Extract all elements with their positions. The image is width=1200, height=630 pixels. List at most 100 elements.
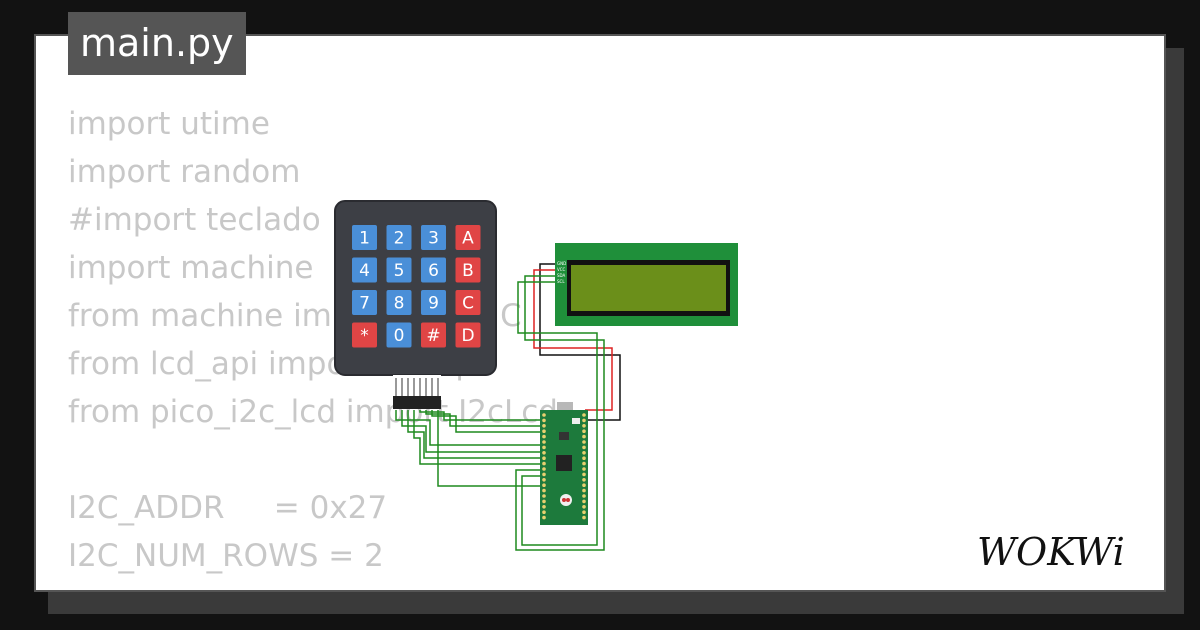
pico-pin [582, 424, 586, 428]
keypad-connector-header [393, 396, 441, 409]
pico-pin [582, 505, 586, 509]
wire-gnd [539, 263, 621, 421]
keypad-key-label: 1 [359, 229, 370, 249]
pico-flash [559, 432, 569, 440]
keypad-key-9 [421, 290, 446, 315]
pico-pin [582, 515, 586, 520]
wokwi-logo: WOKWi [977, 530, 1125, 574]
pico-pin [542, 488, 546, 493]
wire-kp-4 [413, 410, 542, 465]
keypad-key-label: 5 [394, 261, 405, 281]
pico-pin [582, 445, 586, 450]
lcd-pin-gnd: GND [557, 261, 566, 266]
raspberry-pi-pico [540, 402, 588, 525]
code-line: I2C_NUM_COLS = 16 [68, 580, 558, 590]
pico-pin [542, 429, 546, 434]
keypad-key-A [455, 225, 481, 250]
pico-pin [582, 510, 586, 514]
code-line: I2C_ADDR = 0x27 [68, 490, 388, 526]
keypad-key-label: B [462, 261, 474, 281]
keypad-key-6 [421, 257, 446, 283]
pico-pin [582, 440, 586, 444]
keypad-key-8 [386, 290, 412, 315]
keypad-key-# [421, 322, 446, 348]
pico-pin [582, 418, 586, 423]
keypad-key-label: 7 [359, 294, 370, 314]
wire-sda [515, 275, 605, 551]
keypad-key-5 [386, 257, 412, 283]
wire-kp-6 [425, 410, 542, 427]
keypad-key-label: 6 [428, 261, 439, 281]
wire-kp-3 [407, 410, 542, 459]
pico-pin [582, 472, 586, 477]
pico-pin [542, 467, 546, 471]
wire-kp-5 [419, 410, 542, 421]
pico-pin [542, 440, 546, 444]
lcd-pin-scl: SCL [557, 279, 565, 284]
keypad-key-label: 9 [428, 294, 439, 314]
keypad-key-label: # [426, 326, 440, 346]
pico-pin [582, 478, 586, 482]
keypad-key-label: * [360, 326, 369, 346]
keypad-key-C [455, 290, 481, 315]
keypad-key-label: 0 [394, 326, 405, 346]
pico-chip [556, 455, 572, 471]
pico-pin [542, 451, 546, 455]
pico-pin [542, 445, 546, 450]
pico-pin [582, 461, 586, 466]
keypad-connector-pin [395, 378, 397, 396]
file-tab-label: main.py [80, 21, 234, 65]
keypad-key-label: A [462, 229, 474, 249]
pico-pin [582, 429, 586, 434]
code-line: import utime [68, 106, 270, 142]
lcd-pin-vcc: VCC [557, 267, 566, 272]
pico-pin [542, 461, 546, 466]
wire-scl [517, 281, 598, 546]
keypad-connector-pin [407, 378, 409, 396]
pico-pin [542, 418, 546, 423]
pico-pin [582, 494, 586, 498]
pico-pin [582, 413, 586, 417]
pico-pin [542, 499, 546, 504]
pico-pin [542, 515, 546, 520]
pico-pin [582, 483, 586, 488]
keypad-key-label: D [461, 326, 474, 346]
keypad-key-label: 4 [359, 261, 370, 281]
keypad-key-* [352, 322, 377, 348]
pico-pin [542, 510, 546, 514]
lcd-screen [571, 265, 726, 311]
keypad-key-label: 3 [428, 229, 439, 249]
wires [395, 263, 621, 551]
pico-pin [582, 488, 586, 493]
wire-kp-8 [437, 410, 542, 487]
wire-kp-7 [431, 410, 542, 433]
lcd-1602: GND VCC SDA SCL [555, 243, 738, 326]
keypad-key-2 [386, 225, 412, 250]
keypad-key-7 [352, 290, 377, 315]
pico-pin [582, 467, 586, 471]
pico-pin [542, 478, 546, 482]
pico-pin [542, 472, 546, 477]
keypad-key-4 [352, 257, 377, 283]
keypad-key-3 [421, 225, 446, 250]
pico-pin [582, 451, 586, 455]
pico-pins [542, 413, 586, 520]
keypad-connector-pin [437, 378, 439, 396]
pico-pin [582, 434, 586, 439]
pico-pin [542, 494, 546, 498]
code-line: I2C_NUM_ROWS = 2 [68, 538, 384, 574]
lcd-pin-sda: SDA [557, 273, 566, 278]
pico-bootsel-button [572, 418, 580, 424]
pico-pin [582, 456, 586, 461]
wokwi-logo-text: WOKWi [977, 530, 1125, 574]
keypad-connector-pin [431, 378, 433, 396]
keypad-key-1 [352, 225, 377, 250]
file-tab[interactable]: main.py [68, 12, 246, 75]
code-line: import random [68, 154, 301, 190]
keypad-key-label: C [462, 294, 474, 314]
keypad-key-0 [386, 322, 412, 348]
code-line: import machine [68, 250, 314, 286]
